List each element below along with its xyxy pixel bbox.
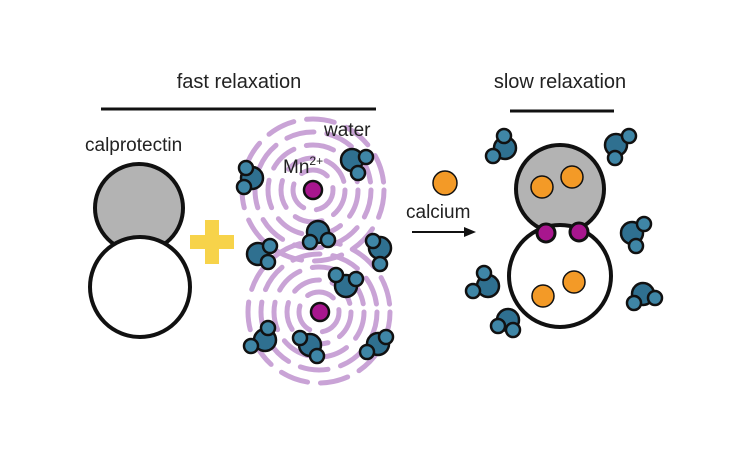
- calprotectin-label: calprotectin: [85, 135, 182, 156]
- mn-symbol: Mn: [283, 157, 309, 178]
- water-molecule: [484, 127, 518, 165]
- water-molecule: [603, 127, 638, 167]
- mn-ion: [302, 179, 324, 201]
- mn-charge: 2+: [309, 154, 323, 168]
- water-molecule: [235, 159, 265, 196]
- water-molecule: [301, 219, 337, 251]
- mn-ion: [309, 301, 331, 323]
- fast-relaxation-title: fast relaxation: [177, 71, 302, 93]
- water-molecule: [464, 264, 501, 300]
- water-molecule: [327, 266, 365, 299]
- plus-icon: [190, 220, 234, 264]
- slow-relaxation-title: slow relaxation: [494, 71, 626, 93]
- water-molecule: [489, 307, 522, 339]
- calcium-ion: [432, 170, 458, 196]
- calprotectin-protein-left: [88, 162, 192, 339]
- mn-label: Mn2+: [283, 154, 323, 178]
- water-molecules-left: [235, 147, 395, 365]
- calcium-ion: [530, 175, 554, 199]
- relaxation-wave-icon: [239, 116, 393, 386]
- calcium-ion: [560, 165, 584, 189]
- mn-ion: [535, 222, 557, 244]
- water-molecule: [364, 232, 393, 273]
- water-molecules-right: [464, 127, 664, 339]
- mn-ion: [568, 221, 590, 243]
- water-molecule: [291, 329, 326, 365]
- calcium-label: calcium: [406, 202, 470, 223]
- calcium-ion: [562, 270, 586, 294]
- protein-bottom-domain: [88, 235, 192, 339]
- protein-bottom-domain: [507, 223, 613, 329]
- water-molecule: [339, 147, 375, 182]
- calprotectin-protein-right: [507, 143, 613, 329]
- water-molecule: [625, 281, 664, 312]
- water-label: water: [323, 120, 371, 141]
- calcium-ion: [531, 284, 555, 308]
- protein-top-domain: [514, 143, 606, 235]
- reaction-arrow-icon: [412, 227, 476, 237]
- water-molecule: [245, 237, 279, 271]
- water-molecule: [358, 328, 395, 361]
- water-molecule: [242, 319, 278, 355]
- water-molecule: [619, 215, 653, 255]
